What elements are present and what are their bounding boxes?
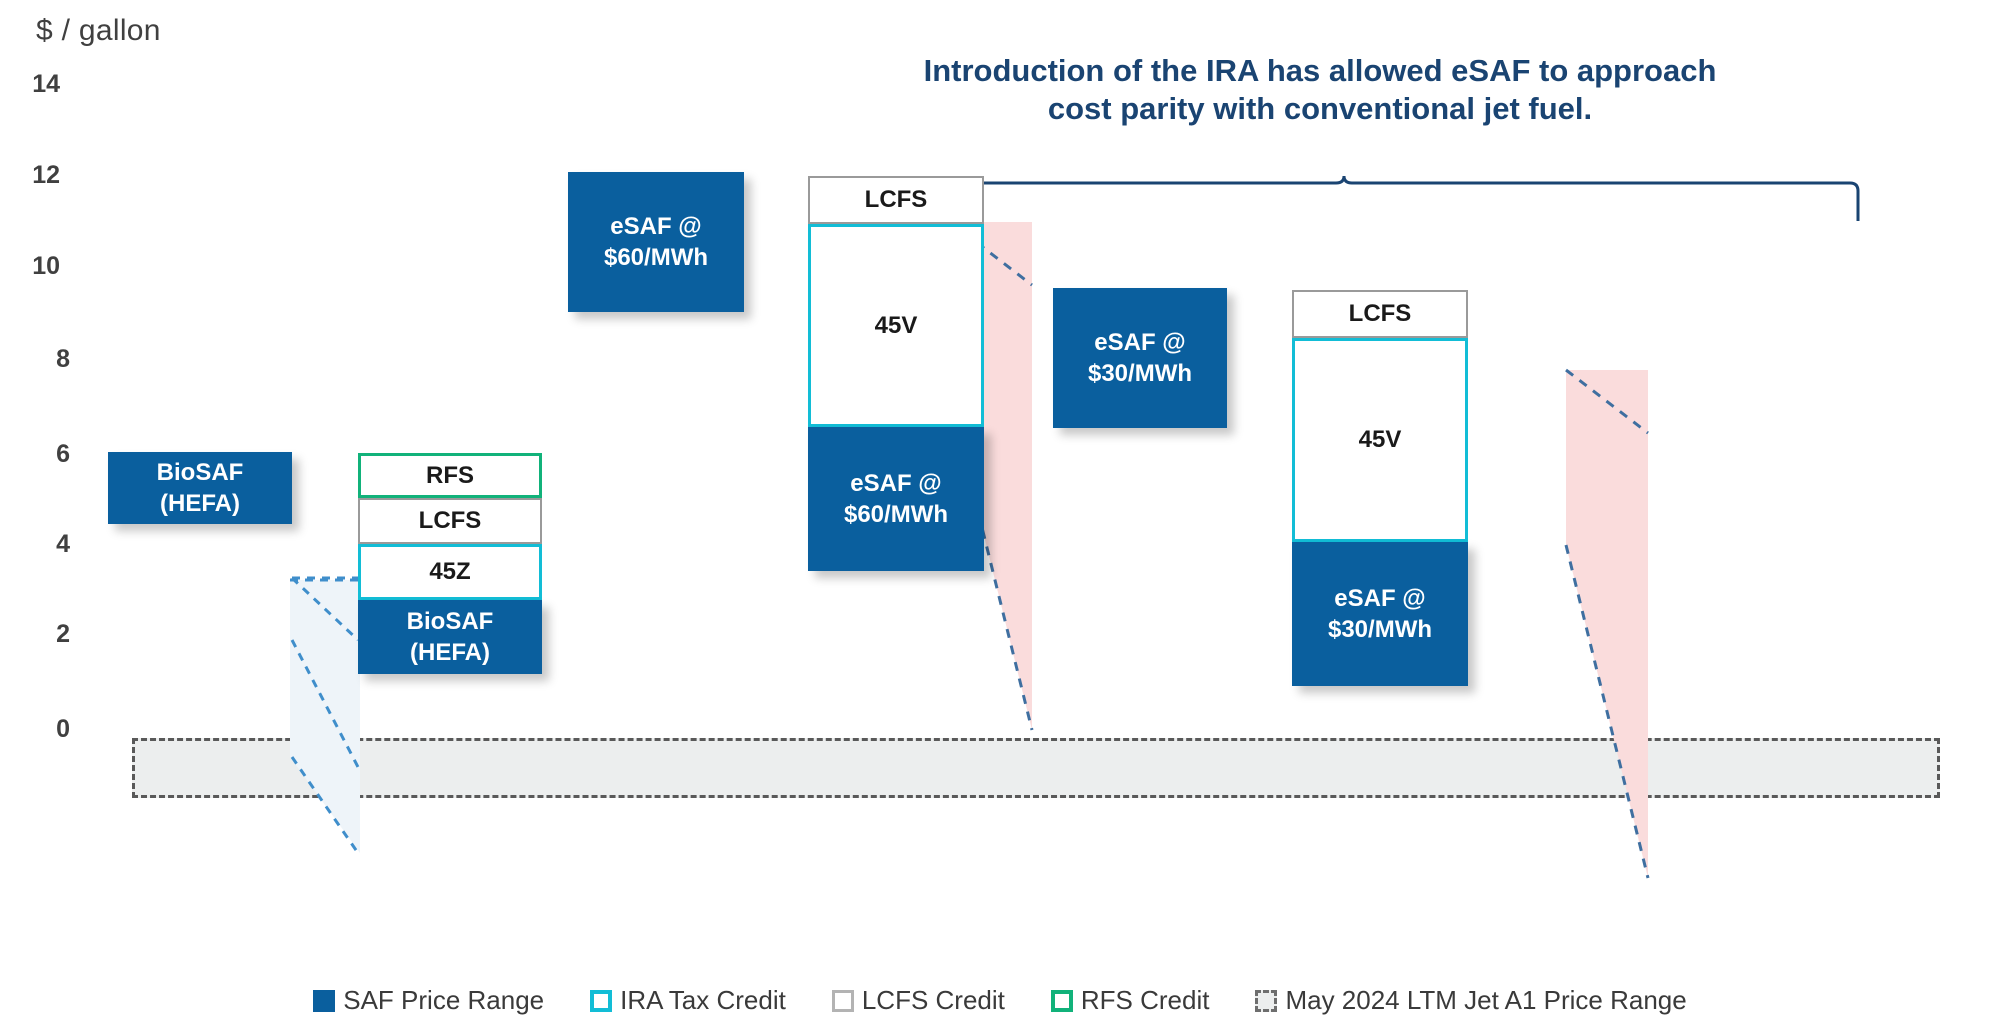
legend-label-rfs-credit: RFS Credit [1080, 985, 1210, 1015]
legend-item-ira-tax-credit[interactable]: IRA Tax Credit [590, 985, 786, 1016]
y-tick-4: 4 [56, 530, 70, 558]
legend-item-jet-a1-price-range[interactable]: May 2024 LTM Jet A1 Price Range [1255, 985, 1687, 1016]
segment-label-lcfs-g1: LCFS [418, 507, 482, 535]
stack-label-biosaf-1: BioSAF [406, 607, 494, 635]
chart-legend: SAF Price Range IRA Tax Credit LCFS Cred… [0, 985, 2000, 1016]
stack-label-esaf30-2: $30/MWh [1327, 616, 1432, 643]
legend-swatch-ira-tax-credit-icon [590, 989, 613, 1012]
float-bar-esaf-60-label-2: $60/MWh [603, 244, 708, 271]
segment-label-rfs: RFS [426, 461, 474, 489]
legend-swatch-lcfs-credit-icon [831, 989, 854, 1012]
float-bar-esaf-30-label-2: $30/MWh [1087, 360, 1192, 387]
legend-label-jet-a1-price-range: May 2024 LTM Jet A1 Price Range [1285, 985, 1687, 1015]
float-bar-esaf-30[interactable]: eSAF @ $30/MWh [1053, 288, 1227, 428]
y-tick-10: 10 [32, 252, 60, 280]
callout-title-line-1: Introduction of the IRA has allowed eSAF… [923, 53, 1717, 88]
legend-swatch-saf-price-range-icon [313, 989, 336, 1012]
stack-segment-saf-price-group3[interactable]: eSAF @ $30/MWh [1292, 542, 1468, 686]
stack-segment-rfs-credit-group1[interactable]: RFS [358, 453, 542, 498]
legend-item-rfs-credit[interactable]: RFS Credit [1050, 985, 1210, 1016]
segment-label-45v-g2: 45V [874, 311, 918, 339]
float-bar-biosaf-hefa[interactable]: BioSAF (HEFA) [108, 452, 292, 524]
float-bar-esaf-60[interactable]: eSAF @ $60/MWh [568, 172, 744, 312]
float-bar-biosaf-hefa-label-2: (HEFA) [160, 490, 240, 517]
callout-title-line-2: cost parity with conventional jet fuel. [1047, 90, 1593, 126]
legend-label-ira-tax-credit: IRA Tax Credit [620, 985, 786, 1015]
stack-label-esaf30-1: eSAF @ [1334, 584, 1426, 612]
y-axis-unit-label: $ / gallon [36, 14, 161, 47]
segment-label-lcfs-g3: LCFS [1348, 300, 1412, 328]
legend-swatch-rfs-credit-icon [1050, 989, 1073, 1012]
stack-label-biosaf-2: (HEFA) [410, 639, 490, 666]
float-bar-esaf-30-label-1: eSAF @ [1094, 328, 1186, 356]
legend-label-saf-price-range: SAF Price Range [343, 985, 545, 1015]
y-tick-14: 14 [32, 70, 60, 98]
stack-segment-45v-credit-group2[interactable]: 45V [808, 224, 984, 427]
legend-label-lcfs-credit: LCFS Credit [861, 985, 1005, 1015]
segment-label-45z: 45Z [429, 558, 471, 586]
stack-segment-lcfs-credit-group1[interactable]: LCFS [358, 498, 542, 544]
float-bar-biosaf-hefa-label-1: BioSAF [156, 458, 244, 486]
legend-item-lcfs-credit[interactable]: LCFS Credit [831, 985, 1005, 1016]
y-tick-6: 6 [56, 440, 70, 468]
y-tick-12: 12 [32, 161, 60, 189]
stack-segment-45v-credit-group3[interactable]: 45V [1292, 338, 1468, 542]
stack-label-esaf60-2: $60/MWh [843, 501, 948, 528]
legend-item-saf-price-range[interactable]: SAF Price Range [313, 985, 544, 1016]
segment-label-lcfs-g2: LCFS [864, 186, 928, 214]
stack-segment-45z-credit-group1[interactable]: 45Z [358, 544, 542, 600]
y-tick-0: 0 [56, 715, 70, 743]
stack-label-esaf60-1: eSAF @ [850, 469, 942, 497]
stack-segment-saf-price-group1[interactable]: BioSAF (HEFA) [358, 600, 542, 674]
y-tick-2: 2 [56, 620, 70, 648]
float-bar-esaf-60-label-1: eSAF @ [610, 212, 702, 240]
y-tick-8: 8 [56, 345, 70, 373]
legend-swatch-jet-a1-price-range-icon [1255, 989, 1278, 1012]
stack-segment-lcfs-credit-group2[interactable]: LCFS [808, 176, 984, 224]
stack-segment-lcfs-credit-group3[interactable]: LCFS [1292, 290, 1468, 338]
segment-label-45v-g3: 45V [1358, 426, 1402, 454]
callout-title: Introduction of the IRA has allowed eSAF… [820, 52, 1820, 128]
stack-segment-saf-price-group2[interactable]: eSAF @ $60/MWh [808, 427, 984, 571]
